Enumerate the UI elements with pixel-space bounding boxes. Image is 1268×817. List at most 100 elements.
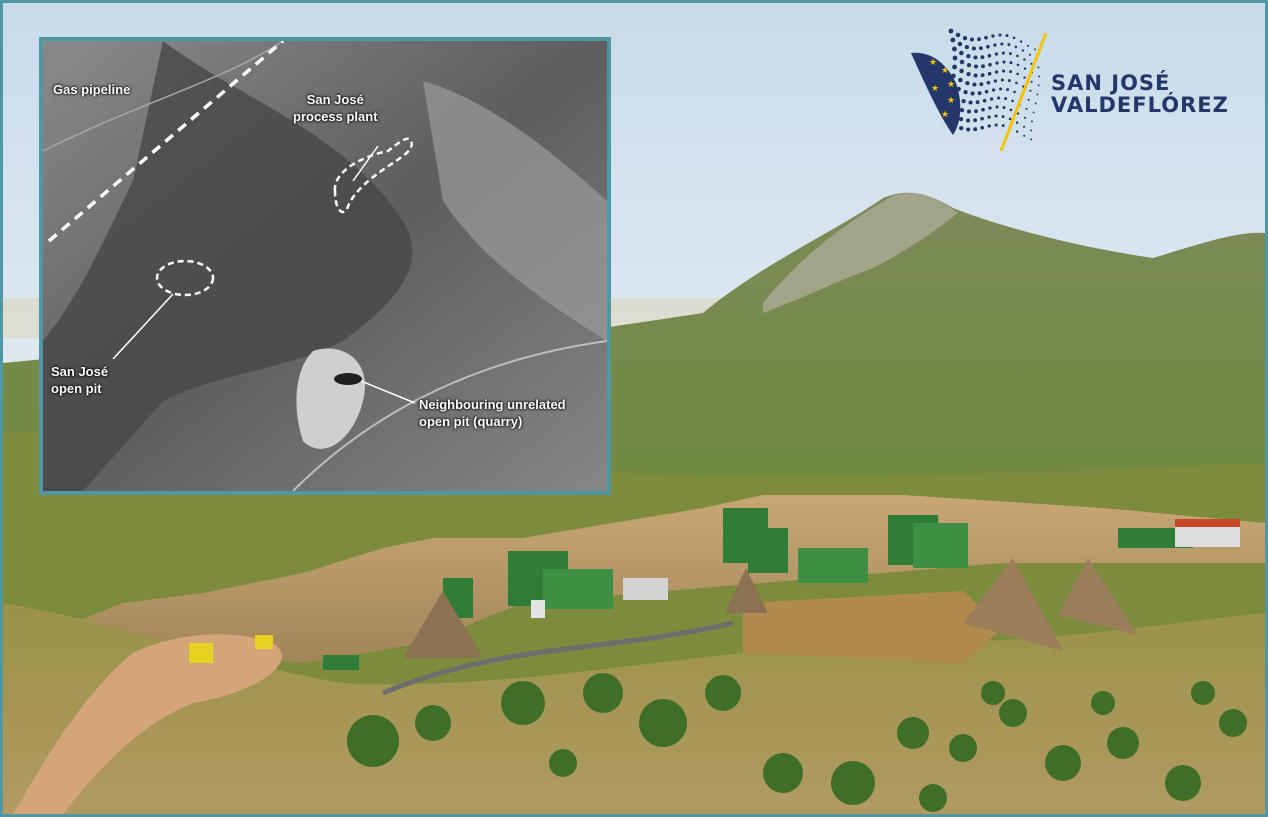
haul-truck xyxy=(189,643,213,663)
logo-dot xyxy=(970,91,975,96)
logo-dot xyxy=(959,107,965,113)
trees xyxy=(347,673,1247,812)
logo-dot xyxy=(945,100,951,106)
logo-dot xyxy=(958,116,964,122)
logo-dot xyxy=(973,73,978,78)
logo-dot xyxy=(1030,129,1033,132)
logo-dot xyxy=(978,46,983,51)
logo-dot xyxy=(1008,52,1012,56)
logo-dot xyxy=(1030,138,1033,141)
logo-dot xyxy=(993,79,998,83)
logo-dot xyxy=(949,82,954,88)
logo-dot xyxy=(981,107,985,112)
label-gas-pipeline: Gas pipeline xyxy=(53,81,130,98)
logo-dot xyxy=(1006,88,1010,92)
logo-dot xyxy=(1029,89,1032,92)
access-road xyxy=(382,620,734,696)
logo-dot xyxy=(994,114,998,118)
logo-dot xyxy=(956,86,961,92)
logo-dot xyxy=(1002,69,1006,73)
logo-star: ★ xyxy=(947,80,955,90)
logo-dot xyxy=(986,44,990,49)
logo-dot xyxy=(987,53,992,58)
logo-dot xyxy=(955,32,961,38)
logo-dot xyxy=(1023,125,1026,128)
logo-dot xyxy=(973,118,978,123)
logo-dot xyxy=(1011,99,1014,103)
label-quarry: Neighbouring unrelated open pit (quarry) xyxy=(419,396,566,430)
logo-dot xyxy=(980,125,984,130)
rocky-peak xyxy=(763,193,958,313)
logo-dot xyxy=(1032,111,1035,114)
logo-dot xyxy=(973,64,979,69)
logo-dot xyxy=(959,68,964,74)
logo-star: ★ xyxy=(941,110,949,120)
haul-road xyxy=(13,634,282,814)
stockpile xyxy=(963,558,1063,651)
logo-dot xyxy=(1004,97,1008,101)
logo-dot xyxy=(1005,34,1009,38)
logo-dot xyxy=(950,37,956,43)
logo-dot xyxy=(984,35,988,40)
small-building xyxy=(531,600,545,618)
logo-dot xyxy=(1028,53,1031,56)
aerial-dark-vegetation xyxy=(43,41,413,491)
logo-dot xyxy=(1027,98,1030,101)
label-text: open pit (quarry) xyxy=(419,414,523,429)
logo-dot xyxy=(1025,107,1028,110)
logo-star: ★ xyxy=(929,58,937,68)
logo-dot xyxy=(1002,60,1006,64)
logo-dot xyxy=(1021,49,1025,52)
logo-dot xyxy=(948,28,954,34)
logo-dot xyxy=(963,89,968,95)
logo-dot xyxy=(999,87,1003,91)
logo-dot xyxy=(1030,80,1033,83)
logo-dot xyxy=(1037,84,1040,87)
logo-dot xyxy=(971,46,976,51)
aerial-inset: Gas pipeline San José process plant San … xyxy=(39,37,611,495)
logo-dot xyxy=(975,100,980,105)
logo-dot xyxy=(1016,112,1020,115)
logo-dot xyxy=(1009,70,1013,74)
logo-dot xyxy=(1014,45,1018,49)
logo-mark: ★★★★★★ xyxy=(911,28,1048,152)
aerial-fields xyxy=(423,81,607,341)
logo-dot xyxy=(974,109,978,114)
logo-dot xyxy=(993,43,997,47)
process-plant-outline xyxy=(333,137,414,214)
logo-dot xyxy=(1036,93,1039,96)
logo-dot xyxy=(984,89,989,94)
label-process-plant: San José process plant xyxy=(293,91,378,125)
logo-dot xyxy=(979,82,984,87)
logo-dot xyxy=(944,109,950,115)
stockpile xyxy=(1058,558,1138,635)
haul-trucks xyxy=(189,635,273,663)
stockpiles xyxy=(403,558,1138,658)
haul-truck xyxy=(255,635,273,649)
logo-dot xyxy=(1013,90,1016,94)
logo-star: ★ xyxy=(947,96,955,106)
warehouse-roof xyxy=(1175,519,1240,527)
stockpile-pad xyxy=(743,591,1003,663)
logo-dot xyxy=(981,64,985,69)
logo-dot xyxy=(965,80,970,86)
quarry-water xyxy=(334,373,362,385)
logo-dot xyxy=(966,53,971,59)
logo-dot xyxy=(969,37,975,42)
process-plant xyxy=(323,508,1193,670)
logo-dot xyxy=(980,116,984,121)
company-logo: ★★★★★★ SAN JOSÉ VALDEFLÓREZ xyxy=(901,23,1253,155)
logo-dot xyxy=(951,122,957,128)
stockpile xyxy=(403,591,483,658)
stockpile xyxy=(725,568,768,613)
logo-dot xyxy=(959,50,964,56)
plant-building xyxy=(913,523,968,568)
logo-dot xyxy=(977,91,982,96)
logo-dot xyxy=(966,62,972,68)
plant-building xyxy=(1118,528,1193,548)
logo-dot xyxy=(972,82,977,87)
plant-building xyxy=(323,655,359,670)
logo-dot xyxy=(966,118,971,123)
logo-dot xyxy=(1012,36,1016,40)
